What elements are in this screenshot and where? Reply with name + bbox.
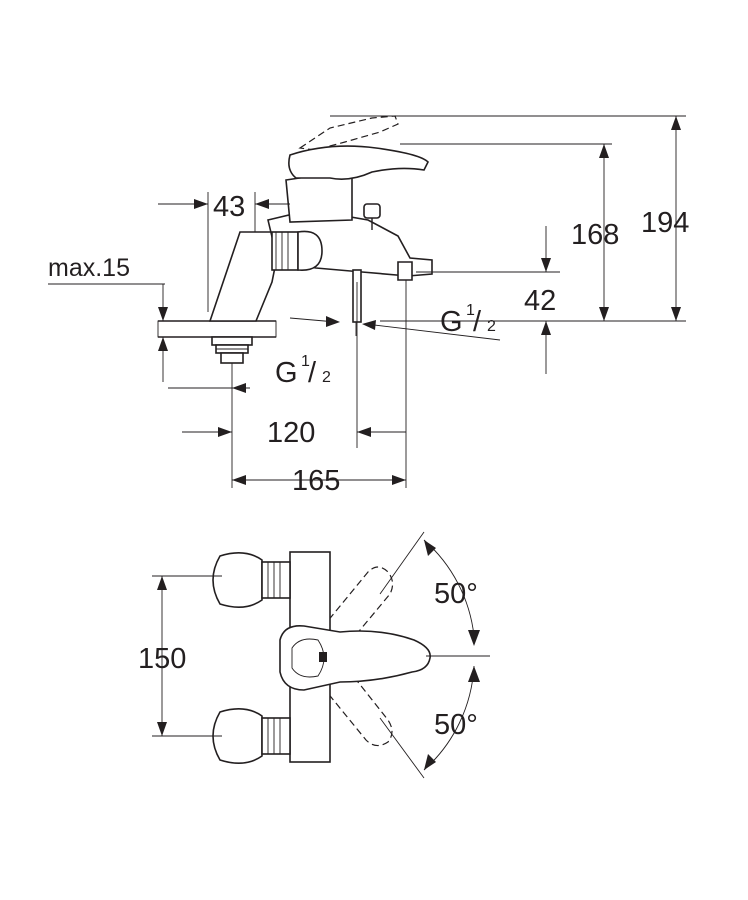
dim-150-line [152, 575, 222, 737]
handle-rotated-down-outline [321, 671, 393, 747]
dim-168-label: 168 [571, 219, 619, 251]
thread-left-label: G 1 / 2 [275, 353, 331, 389]
dim-43-label: 43 [213, 191, 245, 223]
angle-lower-label: 50° [434, 709, 478, 741]
top-lower-knob [212, 708, 291, 764]
mounting-deck [157, 320, 277, 338]
mounting-nut [211, 336, 253, 370]
svg-text:1: 1 [301, 353, 310, 370]
svg-text:/: / [308, 357, 317, 389]
side-view: 43 max.15 168 194 42 120 165 G 1 / 2 G 1… [48, 115, 689, 497]
svg-text:1: 1 [466, 302, 475, 319]
angle-markers [379, 531, 480, 779]
svg-text:/: / [473, 306, 482, 338]
top-view: 150 50° 50° [138, 531, 490, 779]
dim-165-line [232, 475, 406, 485]
handle-rotated-up-outline [321, 566, 394, 643]
svg-text:2: 2 [487, 318, 496, 335]
dim-max15-label: max.15 [48, 254, 130, 282]
dim-194-line [671, 116, 681, 321]
dim-max15-line [158, 284, 168, 382]
connection-knob [271, 230, 323, 271]
dim-42-label: 42 [524, 285, 556, 317]
dim-43-line [158, 199, 290, 209]
handle-raised-outline [298, 115, 399, 151]
spout-outlet [397, 261, 413, 281]
top-handle [279, 624, 431, 691]
thread-right-label: G 1 / 2 [440, 302, 496, 338]
svg-text:2: 2 [322, 369, 331, 386]
thread-leaders [232, 316, 501, 393]
extension-lines [48, 115, 686, 488]
dim-168-line [599, 144, 609, 321]
dim-194-label: 194 [641, 207, 689, 239]
svg-text:G: G [440, 306, 463, 338]
dim-150-label: 150 [138, 643, 186, 675]
dim-120-label: 120 [267, 417, 315, 449]
angle-upper-label: 50° [434, 578, 478, 610]
diverter-knob [363, 203, 381, 230]
dim-165-label: 165 [292, 465, 340, 497]
top-upper-knob [212, 552, 291, 608]
dim-120-line [182, 427, 406, 437]
svg-text:G: G [275, 357, 298, 389]
dim-42-line [541, 226, 551, 374]
handle-lever [288, 145, 429, 180]
